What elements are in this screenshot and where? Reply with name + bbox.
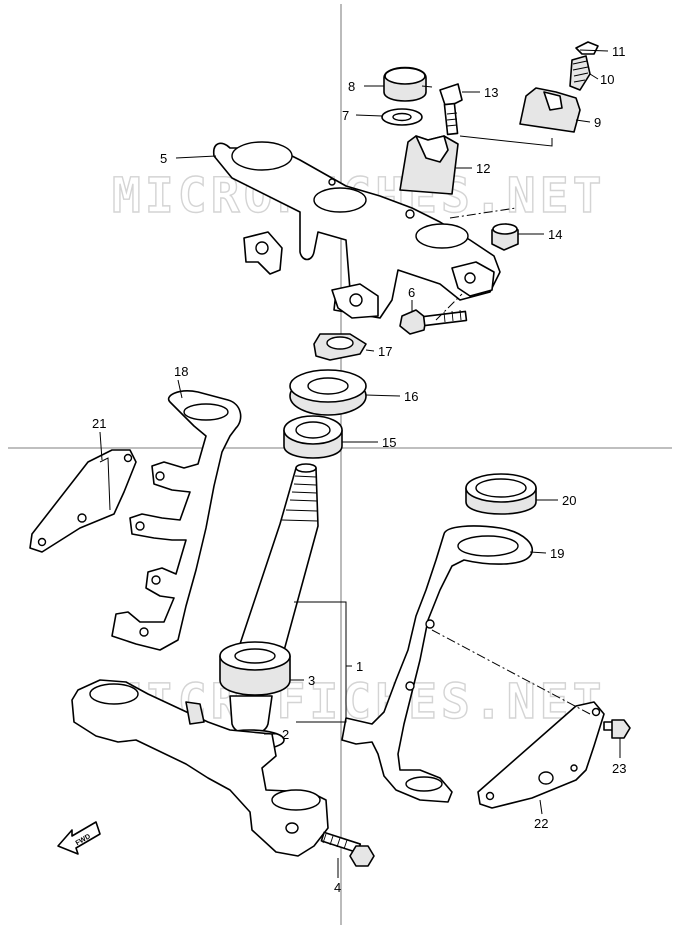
- callout-16: 16: [404, 389, 418, 404]
- callout-7: 7: [342, 108, 349, 123]
- callout-17: 17: [378, 344, 392, 359]
- part-14-nut: [491, 223, 519, 251]
- callout-10: 10: [600, 72, 614, 87]
- part-17-stem-nut: [313, 333, 367, 361]
- callout-18: 18: [174, 364, 188, 379]
- part-7-washer: [381, 108, 423, 126]
- part-16-dust-seal: [289, 369, 367, 416]
- part-13-bolt: [439, 83, 463, 136]
- part-15-bearing: [283, 415, 343, 459]
- callout-8: 8: [348, 79, 355, 94]
- part-23-bolt: [603, 719, 631, 739]
- callout-20: 20: [562, 493, 576, 508]
- part-9-holder-upper: [519, 87, 581, 133]
- part-5-upper-bracket: [212, 141, 501, 319]
- part-22-right-plate: [477, 701, 605, 809]
- part-6-pinch-bolt: [399, 309, 468, 335]
- callout-21: 21: [92, 416, 106, 431]
- callout-15: 15: [382, 435, 396, 450]
- part-4-bolt: [320, 831, 375, 867]
- part-8-cap-nut: [383, 66, 427, 102]
- callout-19: 19: [550, 546, 564, 561]
- assembly-line-22: [431, 629, 591, 715]
- assembly-line-14: [449, 207, 517, 219]
- callout-6: 6: [408, 285, 415, 300]
- part-10-bolt: [569, 55, 591, 91]
- callout-14: 14: [548, 227, 562, 242]
- callout-13: 13: [484, 85, 498, 100]
- callout-12: 12: [476, 161, 490, 176]
- assembly-line-6: [435, 293, 463, 321]
- callout-5: 5: [160, 151, 167, 166]
- part-1-lower-bracket: [71, 679, 329, 857]
- callout-4: 4: [334, 880, 341, 895]
- callout-2: 2: [282, 727, 289, 742]
- callout-23: 23: [612, 761, 626, 776]
- callout-22: 22: [534, 816, 548, 831]
- part-12-handlebar-holder: [399, 135, 459, 195]
- part-3-stem-shaft: [219, 463, 319, 696]
- callout-9: 9: [594, 115, 601, 130]
- part-21-left-plate: [29, 449, 137, 553]
- part-18-left-stay: [111, 390, 242, 651]
- callout-1: 1: [356, 659, 363, 674]
- leader-lines: [99, 49, 621, 878]
- callout-11: 11: [612, 44, 626, 59]
- callout-3: 3: [308, 673, 315, 688]
- part-11-cap: [575, 41, 599, 55]
- part-20-ring: [465, 473, 537, 515]
- part-19-right-stay: [341, 525, 533, 803]
- forward-direction-arrow-icon: FWD: [57, 821, 101, 855]
